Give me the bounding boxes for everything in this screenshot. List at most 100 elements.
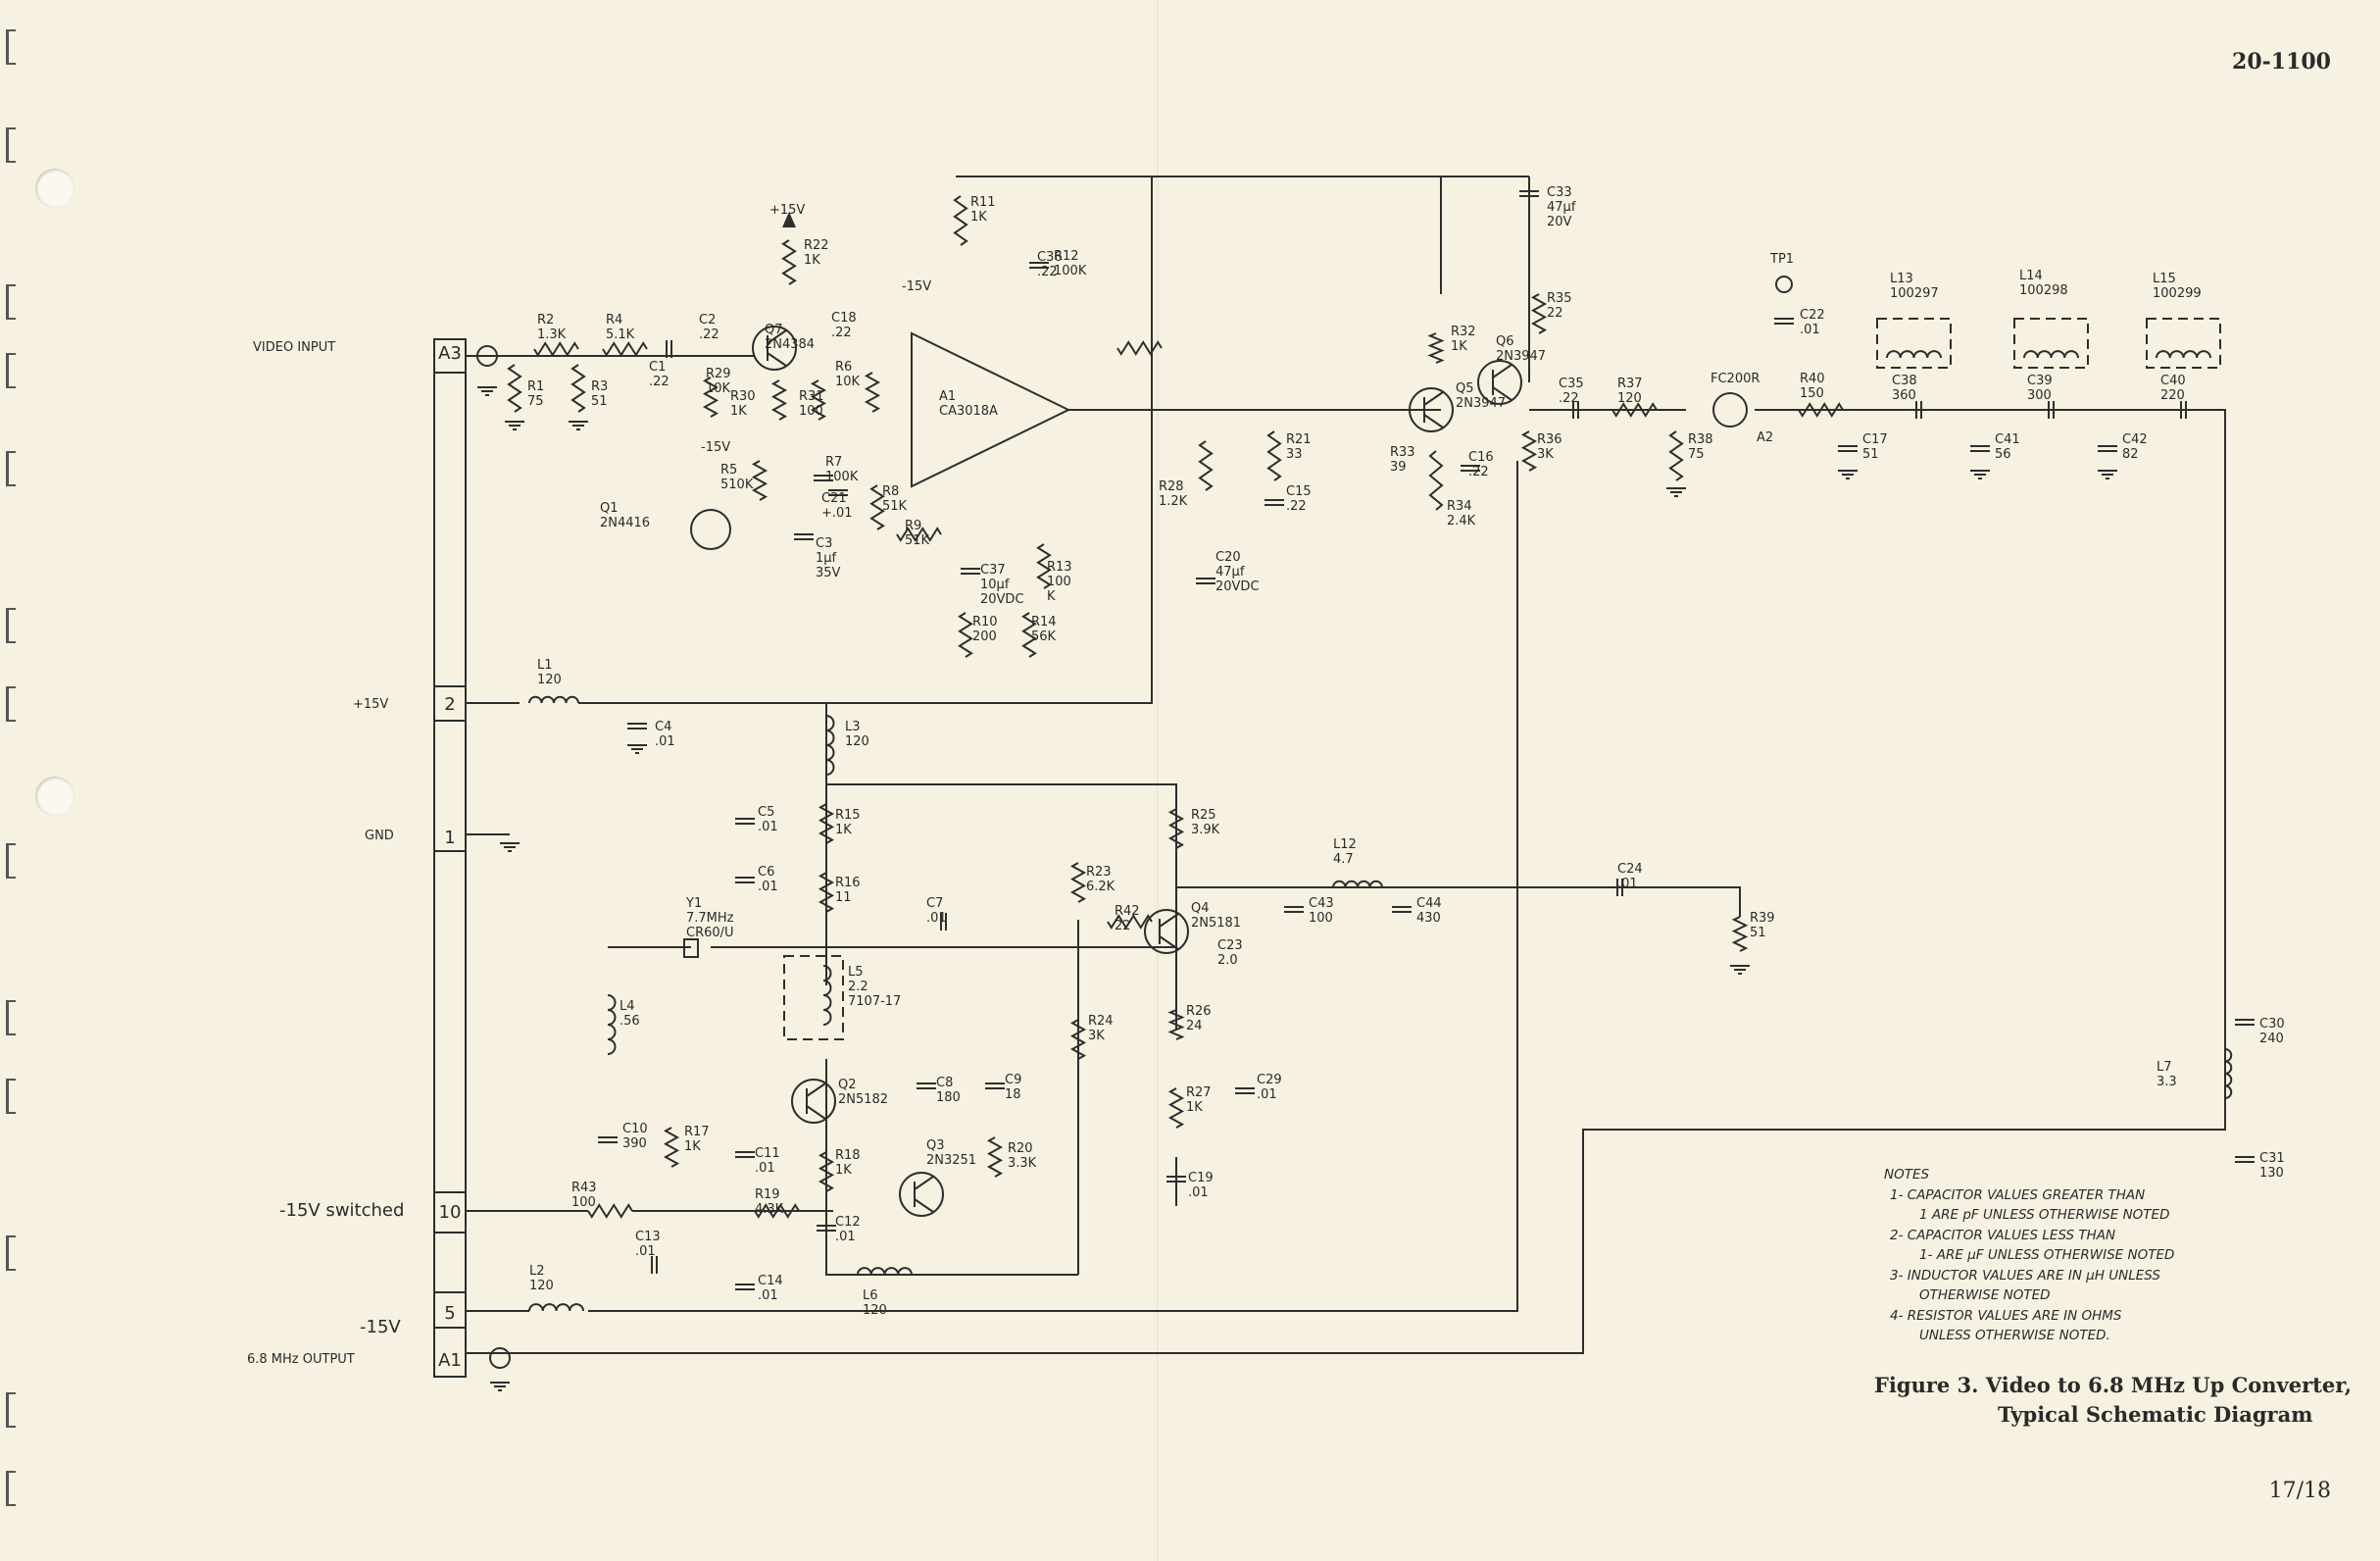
minus15v-rail-label: -15V <box>902 279 931 294</box>
c9-label: 18 <box>1005 1087 1021 1102</box>
r34-resistor-icon <box>1428 450 1444 511</box>
q5-label: 2N3947 <box>1456 396 1506 411</box>
minus15v-q1-label: -15V <box>701 440 730 455</box>
c12-capacitor-icon <box>817 1225 836 1232</box>
c37-label: 20VDC <box>980 592 1024 607</box>
c9-label: C9 <box>1005 1073 1021 1087</box>
r21-label: R21 <box>1286 432 1312 447</box>
l4-label: .56 <box>620 1014 640 1029</box>
r4-label: 5.1K <box>606 327 635 342</box>
r7-resistor-icon <box>814 475 833 481</box>
l2-inductor-icon <box>528 1303 584 1312</box>
r20-label: R20 <box>1008 1141 1033 1156</box>
c9-capacitor-icon <box>985 1083 1005 1089</box>
r27-resistor-icon <box>1167 1087 1185 1129</box>
l3-inductor-icon <box>825 715 835 776</box>
r33-label: R33 <box>1390 445 1415 460</box>
c37-capacitor-icon <box>961 568 980 575</box>
l7-label: L7 <box>2157 1060 2172 1075</box>
l15-coil-icon <box>2156 350 2211 359</box>
c5-capacitor-icon <box>735 818 755 825</box>
binding-mark <box>6 284 16 320</box>
r29-label: R29 <box>706 367 731 381</box>
q2-transistor-icon-body <box>791 1079 836 1124</box>
ground-icon <box>490 1382 510 1391</box>
c37-label: 10μf <box>980 578 1010 592</box>
r30-resistor-icon <box>770 379 788 421</box>
r2-label: 1.3K <box>537 327 567 342</box>
r40-label: 150 <box>1800 386 1824 401</box>
r27-label: 1K <box>1186 1100 1203 1115</box>
pin-10: 10 <box>439 1202 462 1223</box>
r5-resistor-icon <box>751 460 769 501</box>
r19-label: R19 <box>755 1187 780 1202</box>
c6-capacitor-icon <box>735 877 755 883</box>
l4-label: L4 <box>620 999 635 1014</box>
q2-transistor-icon <box>791 1079 836 1124</box>
c4-capacitor-icon <box>627 723 647 730</box>
c41-capacitor-icon <box>1970 445 1990 452</box>
r3-label: R3 <box>591 379 608 394</box>
note-3b: OTHERWISE NOTED <box>1919 1287 2051 1303</box>
c11-label: C11 <box>755 1146 780 1161</box>
ground-icon <box>1666 487 1686 497</box>
r11-label: 1K <box>970 210 987 225</box>
l12-inductor-icon <box>1332 880 1383 888</box>
r24-resistor-icon <box>1069 1019 1087 1060</box>
r37-label: 120 <box>1617 391 1642 406</box>
wires <box>466 176 2226 1354</box>
c38-capacitor-icon <box>1915 401 1922 419</box>
wire <box>1755 409 2226 995</box>
r13-label: R13 <box>1047 560 1072 575</box>
r32-resistor-icon <box>1427 332 1445 364</box>
c23-label: C23 <box>1217 938 1243 953</box>
binding-mark <box>6 1471 16 1506</box>
c18-label: C18 <box>831 311 857 326</box>
binding-mark <box>6 843 16 879</box>
c8-label: 180 <box>936 1090 961 1105</box>
r38-label: R38 <box>1688 432 1713 447</box>
q5-transistor-icon-body <box>1409 387 1454 432</box>
c10-capacitor-icon <box>598 1136 618 1143</box>
c14-label: C14 <box>758 1274 783 1288</box>
l13-label: 100297 <box>1890 286 1939 301</box>
note-2b: 1- ARE μF UNLESS OTHERWISE NOTED <box>1919 1247 2175 1263</box>
r16-resistor-icon <box>818 872 835 913</box>
r17-label: 1K <box>684 1139 701 1154</box>
wire <box>825 1059 1078 1276</box>
pin-a3: A3 <box>438 343 462 364</box>
c16-capacitor-icon <box>1461 465 1480 472</box>
r38-resistor-icon <box>1668 430 1684 481</box>
r34-label: R34 <box>1447 499 1472 514</box>
c8-capacitor-icon <box>917 1083 936 1089</box>
c10-label: C10 <box>622 1122 648 1136</box>
q6-transistor-icon-collector <box>1492 364 1512 378</box>
page-fold <box>1157 0 1159 1561</box>
r27-label: R27 <box>1186 1085 1212 1100</box>
c36-capacitor-icon <box>1029 262 1049 269</box>
c6-label: C6 <box>758 865 774 880</box>
r6-label: 10K <box>835 375 861 389</box>
binding-hole <box>35 777 74 816</box>
wire <box>466 1079 2226 1354</box>
r19-resistor-icon <box>754 1203 800 1219</box>
l13-coil-icon <box>1886 350 1942 359</box>
l15-coil-can-icon <box>2146 318 2221 369</box>
r25-label: R25 <box>1191 808 1216 823</box>
c13-label: C13 <box>635 1230 661 1244</box>
l2-label: L2 <box>529 1264 545 1279</box>
r5-label: 510K <box>720 478 754 492</box>
q3-transistor-icon-collector <box>914 1176 934 1190</box>
y1-label: Y1 <box>685 896 702 911</box>
c43-label: 100 <box>1309 911 1333 926</box>
minus15v-label: -15V <box>360 1317 401 1337</box>
r39-label: R39 <box>1750 911 1775 926</box>
wire <box>825 703 1177 1030</box>
binding-mark <box>6 1079 16 1114</box>
c31-capacitor-icon <box>2235 1156 2255 1163</box>
r1-resistor-icon <box>507 364 522 413</box>
c13-label: .01 <box>635 1244 656 1259</box>
r23-label: R23 <box>1086 865 1112 880</box>
r17-label: R17 <box>684 1125 710 1139</box>
